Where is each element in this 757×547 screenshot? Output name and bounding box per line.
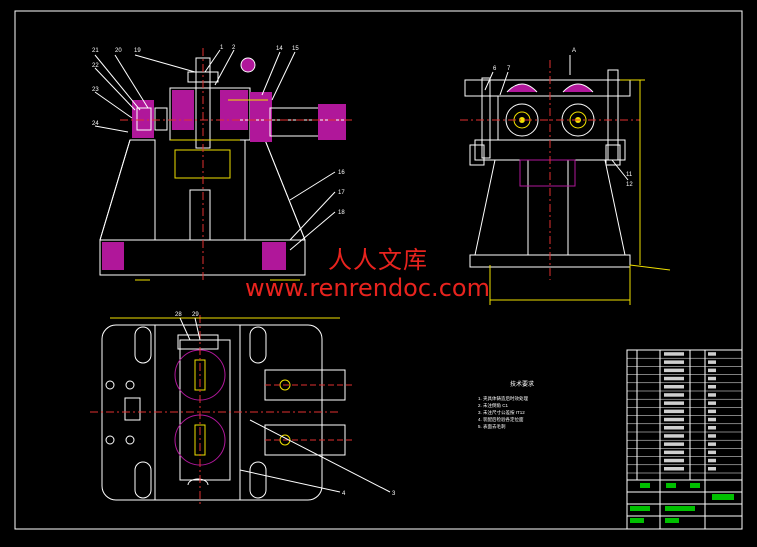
parts-list-cell-material	[708, 376, 716, 381]
balloon-28: 28	[175, 312, 182, 318]
notes-title: 技术要求	[510, 380, 534, 388]
front-view-balloons: 21 20 19 1 2 14 15 22 23 24 16 17 18	[92, 45, 345, 216]
note-line-1: 1. 夹具体铸造后时效处理	[478, 395, 529, 402]
watermark-url: www.renrendoc.com	[245, 274, 490, 302]
balloon-4: 4	[342, 491, 346, 497]
balloon-1: 1	[220, 45, 224, 51]
parts-list-cell-text	[664, 442, 684, 446]
parts-list-cell-text	[664, 385, 684, 389]
parts-list-cell-material	[708, 368, 716, 373]
balloon-11: 11	[626, 172, 633, 178]
parts-list-cell-material	[708, 393, 716, 397]
parts-list-cell-text	[664, 467, 684, 471]
parts-list-cell-material	[708, 450, 716, 455]
note-line-4: 4. 装配后检验各定位面	[478, 416, 524, 423]
balloon-16: 16	[338, 170, 345, 176]
plan-view	[90, 315, 391, 505]
parts-list-cell-text	[664, 450, 684, 455]
balloon-6: 6	[493, 66, 497, 72]
parts-list-cell-text	[664, 352, 684, 356]
note-line-3: 3. 未注尺寸公差按 IT12	[478, 409, 525, 416]
parts-list-cell-material	[708, 385, 716, 389]
parts-list-cell-material	[708, 352, 716, 356]
parts-list-cell-material	[708, 417, 716, 422]
balloon-7: 7	[507, 66, 511, 72]
title-block	[626, 479, 743, 530]
parts-list-cell-text	[664, 417, 684, 422]
parts-list-cell-material	[708, 458, 716, 463]
note-line-2: 2. 未注倒角 C1	[478, 402, 509, 409]
section-clamp-right	[250, 92, 272, 142]
parts-list-table	[626, 349, 743, 481]
side-view	[460, 55, 671, 305]
parts-list-cell-text	[664, 393, 684, 397]
plan-view-balloons: 28 29 4 3	[175, 312, 396, 497]
parts-list-cell-text	[664, 360, 684, 364]
balloon-12: 12	[626, 182, 633, 188]
balloon-14: 14	[276, 46, 283, 52]
front-view	[94, 48, 355, 281]
parts-list-cell-text	[664, 368, 684, 373]
section-base-left	[102, 242, 124, 270]
balloon-18: 18	[338, 210, 345, 216]
section-mark-a: A	[572, 48, 576, 54]
parts-list-cell-material	[708, 409, 716, 414]
watermark-chinese: 人人文库	[328, 246, 428, 274]
parts-list-cell-text	[664, 426, 684, 430]
section-base-right	[262, 242, 286, 270]
balloon-23: 23	[92, 87, 99, 93]
parts-list-cell-text	[664, 434, 684, 438]
side-view-labels: A 6 7 11 12	[493, 48, 633, 188]
drawing-border	[14, 10, 743, 530]
balloon-17: 17	[338, 190, 345, 196]
parts-list-cell-text	[664, 401, 684, 405]
balloon-29: 29	[192, 312, 199, 318]
note-line-5: 5. 表面去毛刺	[478, 423, 506, 430]
parts-list-cell-text	[664, 458, 684, 463]
parts-list-cell-material	[708, 434, 716, 438]
section-top-left	[172, 90, 194, 130]
parts-list-cell-text	[664, 409, 684, 414]
parts-list-cell-material	[708, 442, 716, 446]
section-top-right	[220, 90, 248, 130]
balloon-2: 2	[232, 45, 236, 51]
parts-list-cell-material	[708, 467, 716, 471]
balloon-3: 3	[392, 491, 396, 497]
balloon-21: 21	[92, 48, 99, 54]
parts-list-cell-material	[708, 360, 716, 364]
balloon-22: 22	[92, 63, 99, 69]
balloon-19: 19	[134, 48, 141, 54]
parts-list-cell-text	[664, 376, 684, 381]
parts-list-cell-material	[708, 426, 716, 430]
balloon-15: 15	[292, 46, 299, 52]
parts-list-cell-material	[708, 401, 716, 405]
balloon-24: 24	[92, 121, 99, 127]
technical-notes: 技术要求 1. 夹具体铸造后时效处理 2. 未注倒角 C1 3. 未注尺寸公差按…	[478, 380, 534, 430]
balloon-20: 20	[115, 48, 122, 54]
